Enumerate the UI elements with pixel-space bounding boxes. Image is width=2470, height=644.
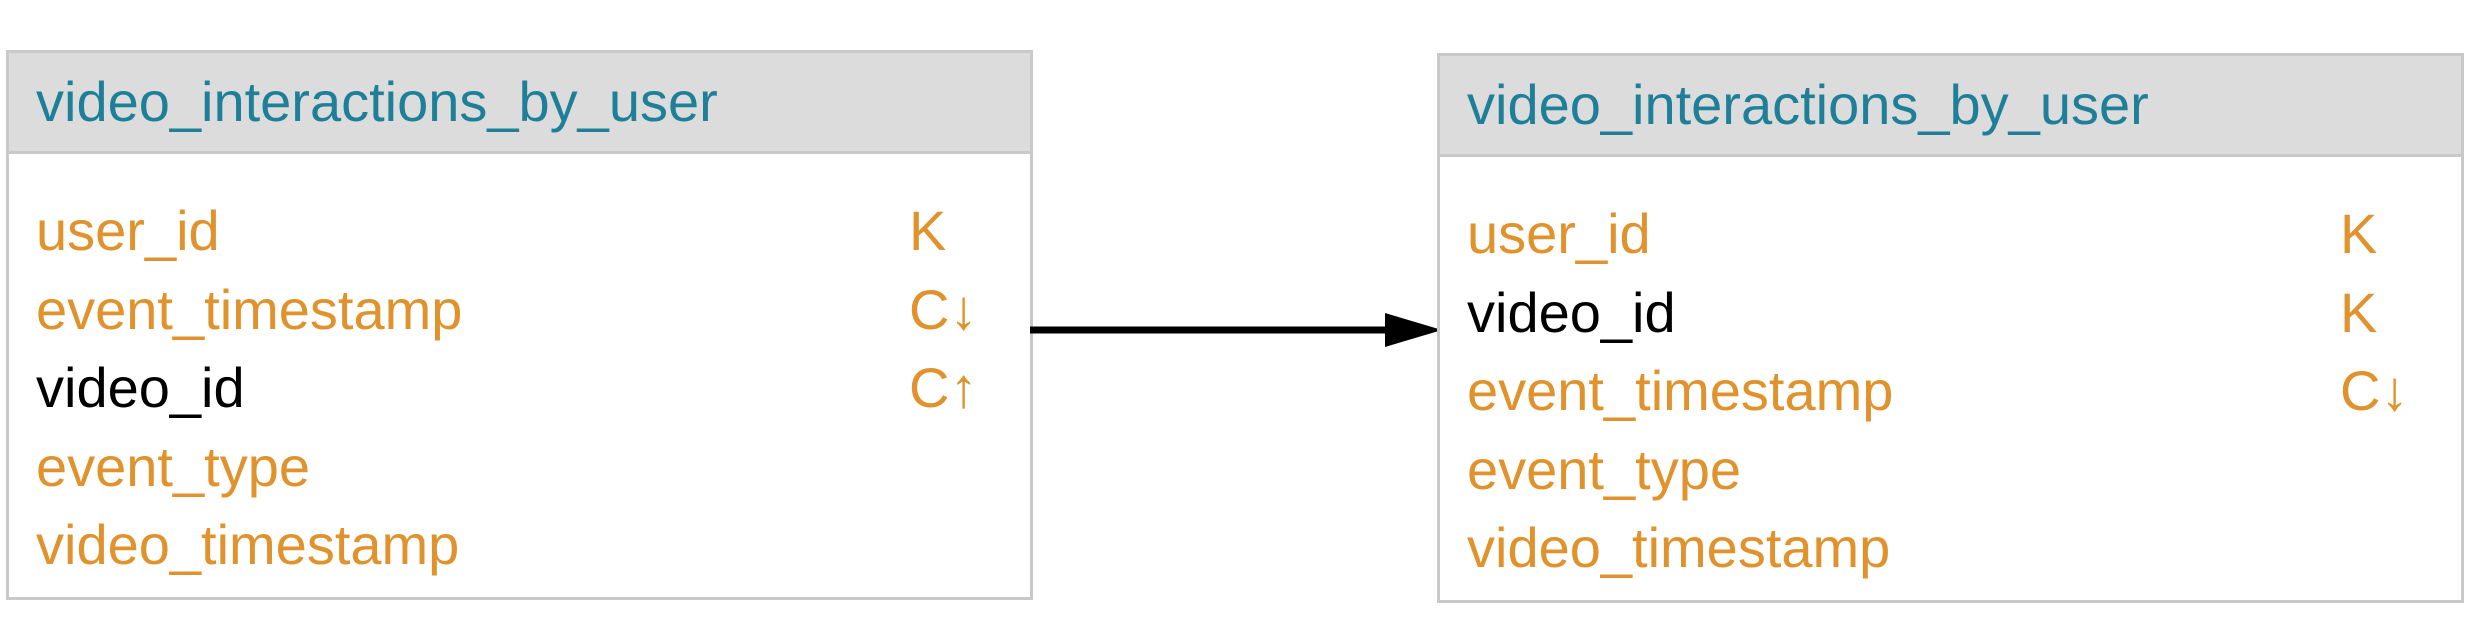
arrow-right-icon [1030,313,1442,347]
column-name: user_id [1467,202,1651,265]
arrow-head [1385,313,1442,347]
key-indicator: K [2340,202,2378,265]
table-right: video_interactions_by_user user_id K vid… [1437,53,2464,603]
table-title: video_interactions_by_user [36,70,718,133]
key-indicator: C↑ [909,356,978,419]
table-header: video_interactions_by_user [9,53,1030,154]
column-name: video_timestamp [36,513,460,576]
key-indicator: C↓ [2340,359,2409,422]
column-row: event_timestamp C↓ [9,271,1030,350]
column-row: event_timestamp C↓ [1440,352,2461,431]
table-left: video_interactions_by_user user_id K eve… [6,50,1033,600]
key-indicator: K [909,199,947,262]
column-name: event_timestamp [36,277,463,341]
column-name: user_id [36,199,220,262]
table-header: video_interactions_by_user [1440,56,2461,157]
column-row: event_type [9,428,1030,507]
column-row: video_timestamp [9,506,1030,585]
column-list: user_id K video_id K event_timestamp C↓ … [1440,157,2461,588]
column-name: event_type [1467,437,1741,501]
key-indicator: K [2340,280,2378,344]
column-name: video_id [1467,280,1676,344]
column-row: user_id K [9,192,1030,271]
column-row: video_timestamp [1440,509,2461,588]
column-row: user_id K [1440,195,2461,274]
column-list: user_id K event_timestamp C↓ video_id C↑… [9,154,1030,585]
key-indicator: C↓ [909,277,978,341]
column-name: video_id [36,356,245,419]
table-title: video_interactions_by_user [1467,73,2149,136]
column-name: video_timestamp [1467,516,1891,579]
column-name: event_timestamp [1467,359,1894,422]
column-name: event_type [36,434,310,498]
column-row: video_id K [1440,274,2461,353]
column-row: event_type [1440,431,2461,510]
column-row: video_id C↑ [9,349,1030,428]
